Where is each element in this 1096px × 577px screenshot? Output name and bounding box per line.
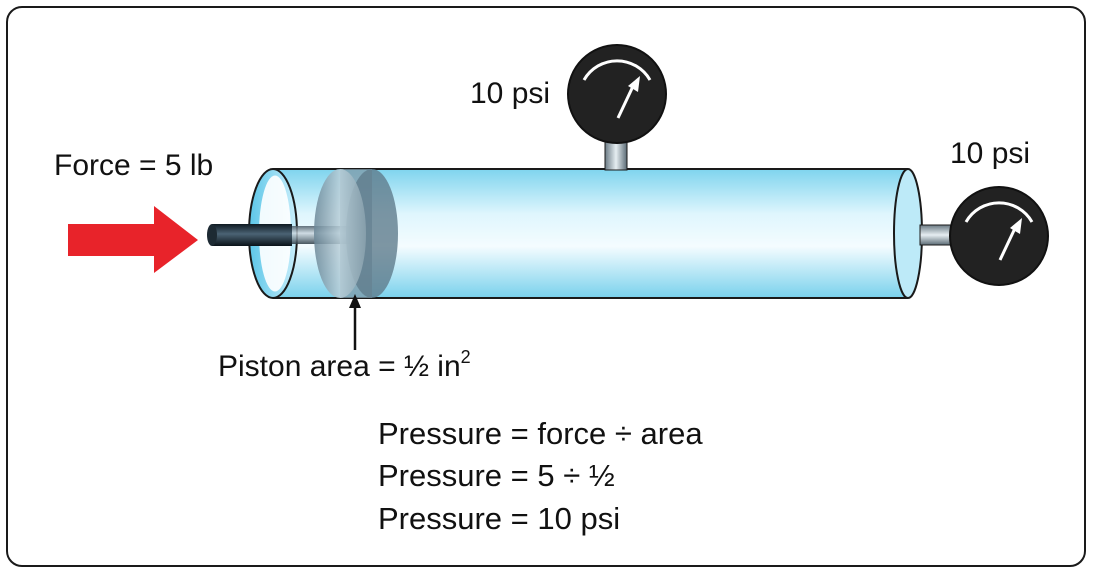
equation-line-2: Pressure = 5 ÷ ½ [378, 458, 615, 493]
equation-line-3: Pressure = 10 psi [378, 501, 621, 536]
cylinder [248, 168, 923, 299]
force-arrow [68, 206, 198, 273]
equation-line-1: Pressure = force ÷ area [378, 416, 703, 451]
right-gauge-label: 10 psi [950, 137, 1031, 170]
piston [314, 169, 398, 298]
piston-area-exponent: 2 [460, 347, 471, 367]
top-gauge-label: 10 psi [470, 77, 551, 110]
top-pressure-gauge [567, 44, 667, 171]
force-label: Force = 5 lb [54, 149, 214, 182]
piston-pointer-head [349, 294, 361, 308]
right-pressure-gauge [919, 186, 1049, 286]
piston-area-text: Piston area = ½ in [218, 350, 461, 383]
piston-area-label: Piston area = ½ in2 [218, 347, 471, 383]
